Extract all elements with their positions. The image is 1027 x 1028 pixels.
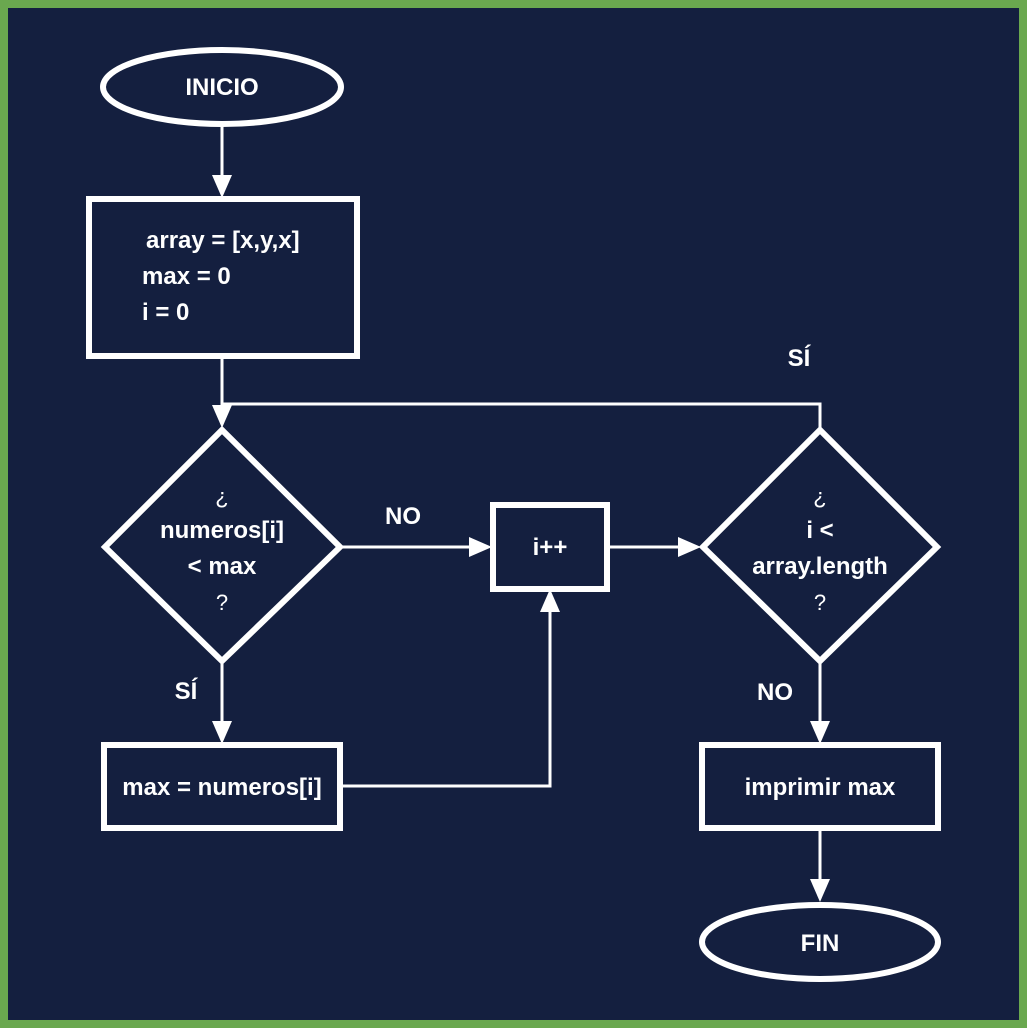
increment-process: i++ [490, 502, 610, 592]
print-process: imprimir max [699, 742, 941, 831]
init-process: array = [x,y,x] max = 0 i = 0 [86, 196, 360, 359]
init-box [86, 196, 360, 359]
increment-label: i++ [533, 534, 568, 561]
assign-process: max = numeros[i] [101, 742, 343, 831]
arrowhead [212, 175, 232, 198]
connectors [212, 125, 830, 902]
arrowhead [810, 721, 830, 744]
length-diamond [698, 425, 942, 666]
compare-decision: ¿ numeros[i] < max ? [100, 425, 345, 666]
compare-line-2: < max [188, 553, 257, 580]
arrowhead [678, 537, 701, 557]
flowchart-canvas [8, 8, 1019, 1020]
compare-close-mark: ? [216, 590, 228, 615]
arrowhead [469, 537, 492, 557]
assign-box [101, 742, 343, 831]
assign-label: max = numeros[i] [122, 774, 321, 801]
length-close-mark: ? [814, 590, 826, 615]
length-line-1: i < [806, 517, 833, 544]
init-line-max: max = 0 [142, 263, 231, 290]
init-line-i: i = 0 [142, 299, 189, 326]
end-label: FIN [801, 930, 840, 957]
compare-open-mark: ¿ [215, 484, 228, 509]
increment-box [490, 502, 610, 592]
edge-label-length-yes: SÍ [788, 344, 812, 372]
arrowhead [540, 589, 560, 612]
start-ellipse [100, 47, 344, 127]
arrowhead [810, 879, 830, 902]
print-box [699, 742, 941, 831]
print-label: imprimir max [745, 774, 896, 801]
init-line-array: array = [x,y,x] [146, 227, 300, 254]
start-label: INICIO [185, 74, 258, 101]
compare-line-1: numeros[i] [160, 517, 284, 544]
edge-assign-to-increment [342, 612, 552, 788]
arrowhead [212, 721, 232, 744]
compare-diamond [100, 425, 345, 666]
edge-label-length-no: NO [757, 679, 793, 706]
length-decision: ¿ i < array.length ? [698, 425, 942, 666]
length-open-mark: ¿ [813, 484, 826, 509]
length-line-2: array.length [752, 553, 888, 580]
edge-label-compare-no: NO [385, 503, 421, 530]
arrowhead [212, 405, 232, 428]
edge-label-compare-yes: SÍ [175, 677, 199, 705]
end-terminal: FIN [699, 902, 941, 982]
edge-length-yes-loop [222, 402, 822, 428]
start-terminal: INICIO [100, 47, 344, 127]
end-ellipse [699, 902, 941, 982]
